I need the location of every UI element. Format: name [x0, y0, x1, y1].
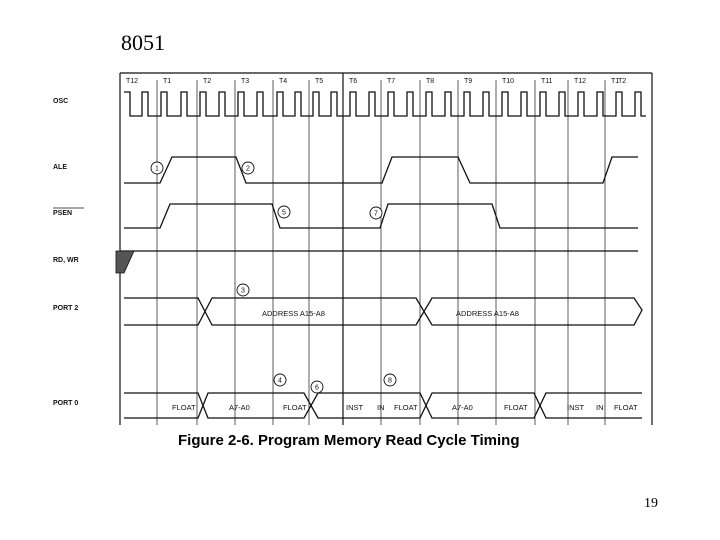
state-label: T1: [163, 78, 171, 85]
port0-segment-label: FLOAT: [283, 403, 307, 412]
signal-labels: OSC ALE PSEN RD, WR PORT 2 PORT 0: [53, 98, 84, 407]
event-marker-circle: [369, 206, 383, 220]
state-label: T3: [241, 78, 249, 85]
event-marker-circle: [273, 373, 287, 387]
state-label: T2: [203, 78, 211, 85]
state-label: T11: [541, 78, 553, 85]
port0-waveform-bottom: [124, 392, 642, 419]
state-label: T10: [502, 78, 514, 85]
event-marker-number: 2: [246, 166, 250, 173]
event-marker-number: 8: [388, 378, 392, 385]
state-label: T9: [464, 78, 472, 85]
event-marker-circle: [236, 283, 250, 297]
port2-waveform: [124, 297, 643, 326]
osc-waveform: [124, 91, 646, 117]
event-marker-circle: [310, 380, 324, 394]
state-label: T6: [349, 78, 357, 85]
event-marker-number: 6: [315, 385, 319, 392]
slide-title: 8051: [121, 30, 165, 55]
state-label: T12: [574, 78, 586, 85]
port0-segment-label: FLOAT: [504, 403, 528, 412]
port0-segment-label: IN: [377, 403, 385, 412]
diagram-frame: [119, 72, 653, 425]
port0-segment-label: FLOAT: [614, 403, 638, 412]
port0-segment-label: A7-A0: [452, 403, 473, 412]
event-marker-number: 4: [278, 378, 282, 385]
psen-waveform: [124, 203, 638, 229]
port0-segment-label: FLOAT: [394, 403, 418, 412]
event-marker-number: 5: [282, 210, 286, 217]
event-marker-circle: [277, 205, 291, 219]
signal-label: RD, WR: [53, 257, 79, 264]
state-label: T2: [618, 78, 626, 85]
signal-label: ALE: [53, 164, 67, 171]
port2-segment-label: ADDRESS A15-A8: [456, 309, 519, 318]
event-marker-number: 7: [374, 211, 378, 218]
waveforms: [115, 91, 646, 419]
port2-segment-label: ADDRESS A15-A8: [262, 309, 325, 318]
state-label: T8: [426, 78, 434, 85]
state-label: T1: [611, 78, 619, 85]
event-marker-circle: [241, 161, 255, 175]
event-marker-number: 1: [155, 166, 159, 173]
ale-waveform: [124, 156, 638, 184]
event-markers: 1 2 3 4 5 6 7 8: [150, 161, 397, 394]
signal-label: PSEN: [53, 210, 72, 217]
state-label: T5: [315, 78, 323, 85]
state-label: T12: [126, 78, 138, 85]
port0-segment-label: FLOAT: [172, 403, 196, 412]
figure-caption: Figure 2-6. Program Memory Read Cycle Ti…: [178, 432, 519, 449]
slide-number: 19: [644, 496, 658, 511]
port0-segment-label: INST: [567, 403, 585, 412]
signal-label: PORT 0: [53, 400, 78, 407]
event-marker-circle: [150, 161, 164, 175]
state-label: T7: [387, 78, 395, 85]
rdwr-hatch: [115, 250, 135, 274]
port0-segment-label: INST: [346, 403, 364, 412]
signal-label: OSC: [53, 98, 68, 105]
signal-label: PORT 2: [53, 305, 78, 312]
event-marker-number: 3: [241, 288, 245, 295]
event-marker-circle: [383, 373, 397, 387]
state-label: T4: [279, 78, 287, 85]
port0-segment-label: IN: [596, 403, 604, 412]
port0-segment-label: A7-A0: [229, 403, 250, 412]
state-gridlines: [156, 80, 606, 425]
